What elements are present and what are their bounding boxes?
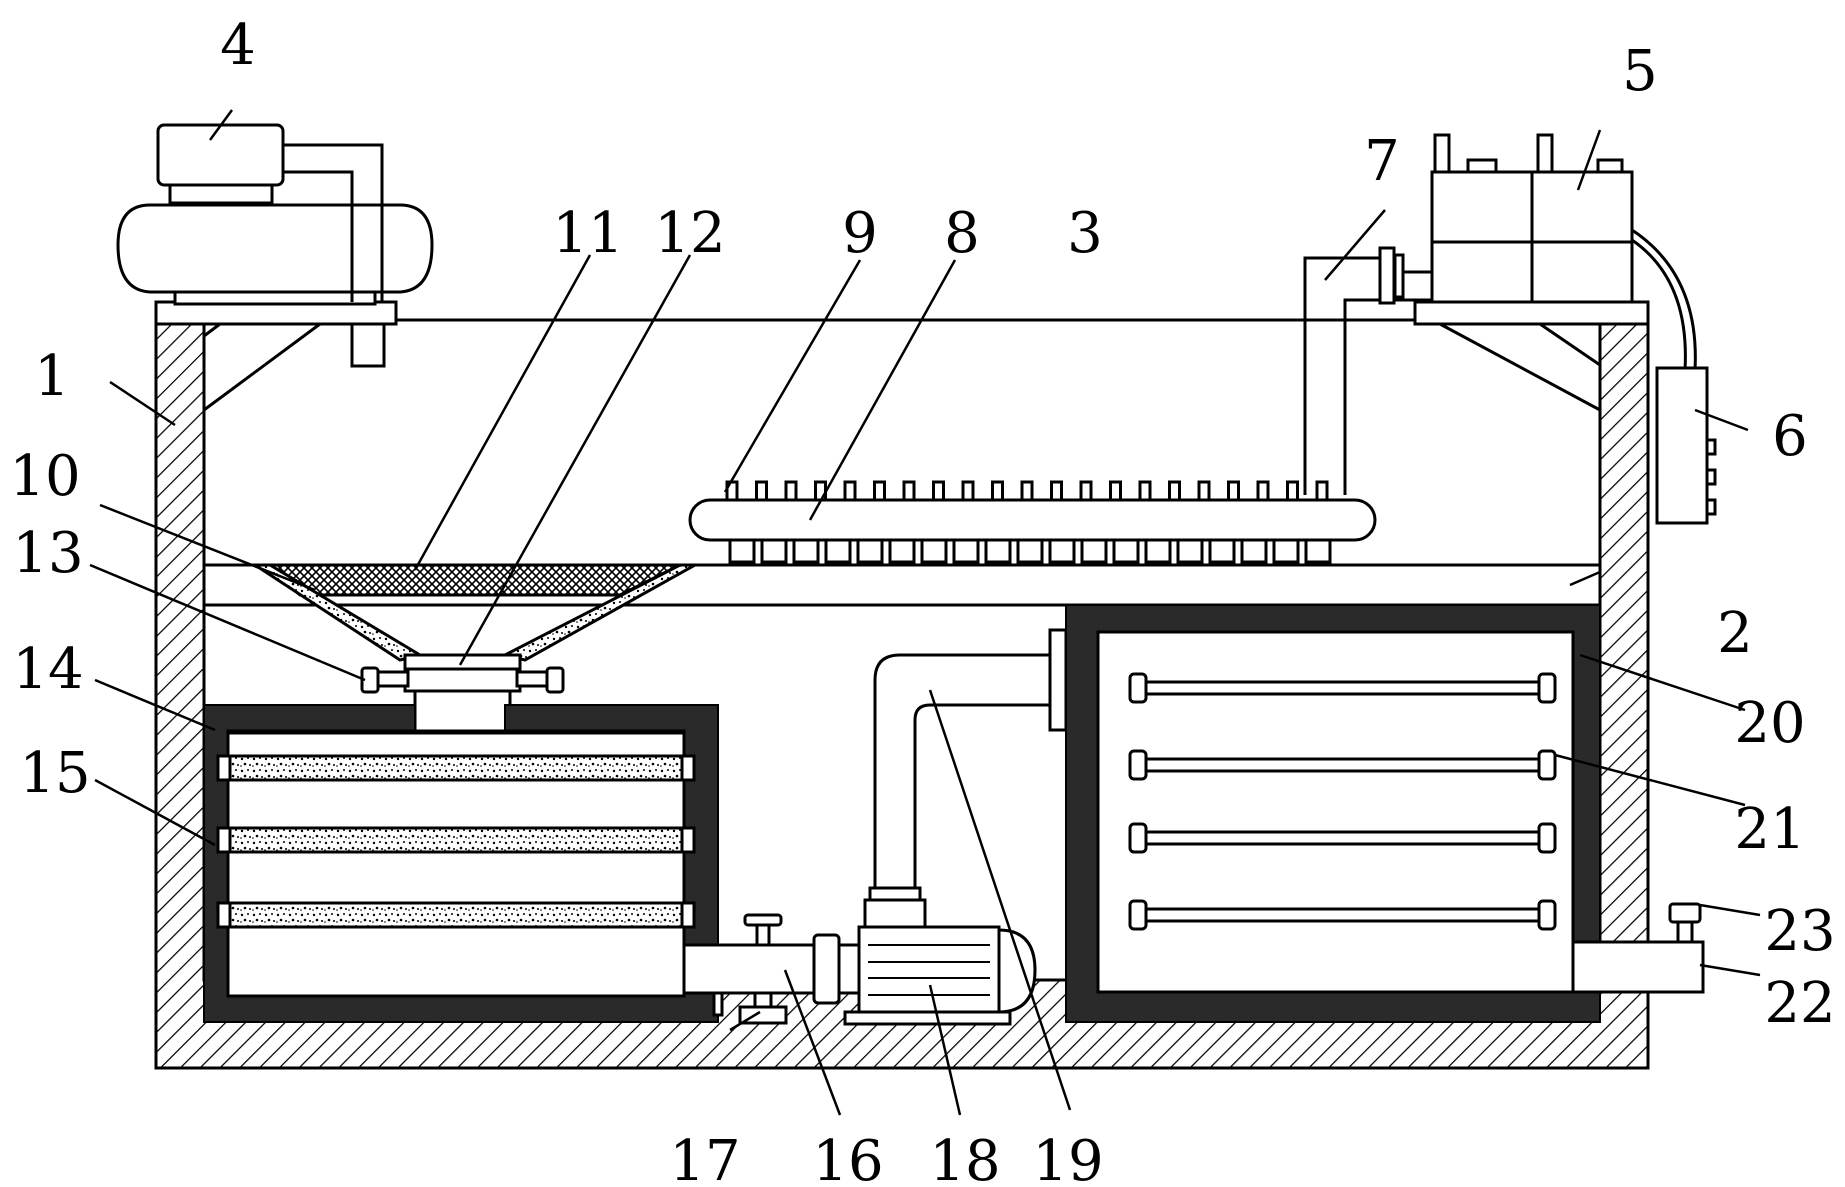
nozzle-bottom [1208,538,1236,564]
nozzle-bottom [920,538,948,564]
nozzle-bottom [728,538,756,564]
heater-box [1065,604,1601,1023]
label-3: 3 [1067,201,1103,266]
nozzle-bottom [1176,538,1204,564]
nozzle-bottom [856,538,884,564]
heater-rod-end [1537,822,1557,854]
label-16: 16 [812,1129,883,1187]
label-12: 12 [654,201,725,266]
heater-rod-end [1128,822,1148,854]
labels: 4 5 7 11 12 9 8 3 1 6 10 13 2 14 20 15 2… [9,13,1835,1187]
label-11: 11 [552,201,623,266]
nozzle-top [1109,480,1122,502]
label-15: 15 [19,741,90,806]
label-10: 10 [9,444,80,509]
nozzle-top [902,480,916,502]
label-18: 18 [929,1129,1000,1187]
label-21: 21 [1734,797,1805,862]
left-filter-box [203,704,719,1023]
heater-rod [1144,680,1541,696]
nozzle-top [1020,480,1034,502]
nozzle-bottom [1016,538,1044,564]
nozzles-top [725,480,1329,502]
nozzle-bottom [1048,538,1076,564]
heater-rod-end [1537,899,1557,931]
blower-unit [116,123,434,368]
label-22: 22 [1764,971,1835,1036]
nozzle-bottom [824,538,852,564]
nozzle-top [1256,480,1270,502]
nozzle-top [755,480,768,502]
nozzle-top [932,480,945,502]
label-8: 8 [944,201,980,266]
spray-pipe [688,480,1377,564]
heater-rod [1144,757,1541,773]
label-2: 2 [1717,601,1753,666]
label-19: 19 [1032,1129,1103,1187]
nozzle-bottom [792,538,820,564]
nozzle-top [1286,480,1299,502]
nozzle-top [1050,480,1063,502]
nozzle-top [991,480,1004,502]
heater-rod [1144,830,1541,846]
nozzle-top [1079,480,1093,502]
heater-rod [1144,907,1541,923]
label-20: 20 [1734,691,1805,756]
nozzle-bottom [1304,538,1332,564]
heater-rod-end [1537,672,1557,704]
circulation-pump [682,628,1068,1026]
label-4: 4 [220,13,256,78]
label-6: 6 [1772,404,1808,469]
nozzle-top [843,480,857,502]
heater-rod-end [1128,672,1148,704]
heater-rod-end [1128,749,1148,781]
nozzle-bottom [952,538,980,564]
label-1: 1 [34,344,70,409]
nozzle-top [1227,480,1240,502]
nozzle-top [873,480,886,502]
leader-lines [89,109,1761,1116]
nozzle-top [1315,480,1329,502]
nozzle-bottom [1240,538,1268,564]
nozzle-bottom [1272,538,1300,564]
nozzle-top [1138,480,1152,502]
nozzle-bottom [1144,538,1172,564]
nozzle-bottom [984,538,1012,564]
label-5: 5 [1622,39,1658,104]
nozzle-bottom [760,538,788,564]
heater-rods [1128,672,1557,931]
label-17: 17 [669,1129,740,1187]
nozzle-bottom [1080,538,1108,564]
drain-outlet [1571,902,1705,994]
nozzles-bottom [728,538,1332,564]
label-7: 7 [1364,129,1400,194]
nozzle-bottom [1112,538,1140,564]
label-23: 23 [1764,899,1835,964]
filter-funnel [249,563,701,733]
nozzle-top [1168,480,1181,502]
heater-rod-end [1128,899,1148,931]
label-14: 14 [12,637,83,702]
nozzle-top [1197,480,1211,502]
label-9: 9 [842,201,878,266]
label-13: 13 [12,521,83,586]
nozzle-bottom [888,538,916,564]
heater-rod-end [1537,749,1557,781]
nozzle-top [784,480,798,502]
top-pump-unit [1303,133,1717,525]
nozzle-top [961,480,975,502]
